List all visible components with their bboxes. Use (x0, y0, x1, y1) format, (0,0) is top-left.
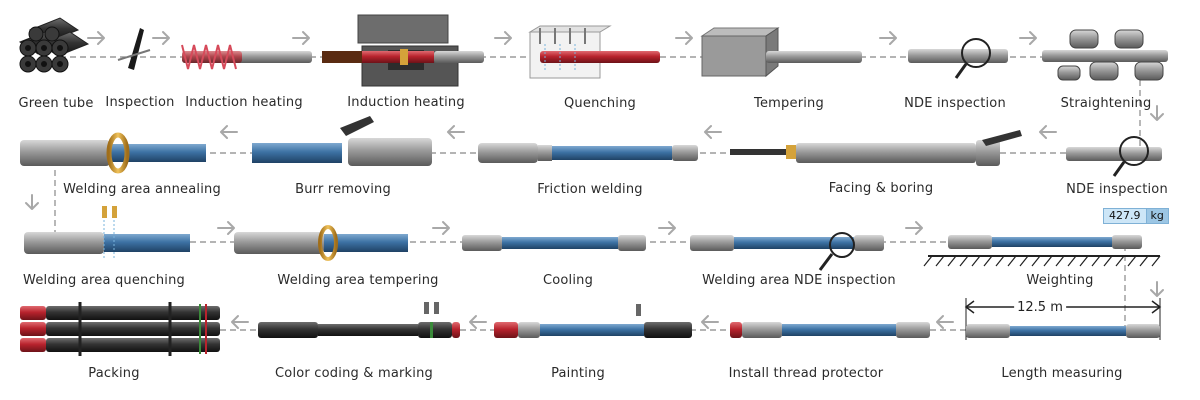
arrow-right-icon (494, 31, 512, 45)
step-label-welding-area-tempering: Welding area tempering (277, 273, 439, 288)
arrow-left-icon (701, 315, 719, 329)
step-label-install-thread-protector: Install thread protector (728, 366, 884, 381)
green-tube-bundle-icon (18, 17, 90, 73)
arrow-right-icon (292, 31, 310, 45)
weight-readout: 427.9 kg (1103, 208, 1169, 224)
weighting-scale-icon (923, 235, 1161, 267)
welding-annealing-icon (20, 132, 206, 174)
arrow-right-icon (658, 221, 676, 235)
arrow-right-icon (675, 31, 693, 45)
step-label-friction-welding: Friction welding (537, 182, 643, 197)
tempering-furnace-icon (700, 27, 862, 78)
step-label-packing: Packing (88, 366, 140, 381)
arrow-right-icon (432, 221, 450, 235)
packing-bundle-icon (20, 302, 220, 356)
step-label-welding-area-nde-inspection: Welding area NDE inspection (702, 273, 896, 288)
step-label-length-measuring: Length measuring (1001, 366, 1123, 381)
weight-unit: kg (1146, 208, 1169, 224)
arrow-right-icon (1019, 31, 1037, 45)
arrows (25, 31, 1164, 329)
step-label-tempering: Tempering (754, 96, 824, 111)
arrow-left-icon (469, 315, 487, 329)
step-label-facing-boring: Facing & boring (828, 181, 934, 196)
arrow-right-icon (87, 31, 105, 45)
step-label-welding-area-annealing: Welding area annealing (63, 182, 221, 197)
arrow-right-icon (217, 221, 235, 235)
step-label-nde-inspection-1: NDE inspection (904, 96, 1006, 111)
quenching-tank-icon (528, 25, 660, 79)
welding-tempering-icon (234, 225, 408, 261)
arrow-down-icon (25, 194, 39, 210)
length-readout: 12.5 m (1014, 300, 1066, 315)
arrow-right-icon (879, 31, 897, 45)
inspection-probe-icon (117, 28, 151, 70)
step-label-welding-area-quenching: Welding area quenching (23, 273, 185, 288)
step-label-straightening: Straightening (1060, 96, 1152, 111)
facing-boring-icon (730, 130, 1022, 166)
arrow-left-icon (231, 315, 249, 329)
step-label-painting: Painting (551, 366, 605, 381)
welding-nde-icon (690, 232, 884, 271)
arrow-down-icon (1150, 281, 1164, 297)
step-label-color-coding-marking: Color coding & marking (275, 366, 433, 381)
burr-removing-icon (252, 116, 432, 166)
step-label-nde-inspection-2: NDE inspection (1066, 182, 1168, 197)
cooling-tube-icon (462, 235, 646, 251)
weight-value: 427.9 (1103, 208, 1147, 224)
arrow-down-icon (1150, 105, 1164, 121)
arrow-left-icon (704, 125, 722, 139)
arrow-right-icon (905, 221, 923, 235)
step-label-cooling: Cooling (542, 273, 594, 288)
arrow-left-icon (936, 315, 954, 329)
induction-heating-coil-icon (181, 44, 312, 70)
step-label-induction-heating-1: Induction heating (185, 95, 303, 110)
induction-heating-press-icon (322, 14, 484, 87)
nde-inspection-tube-icon (908, 38, 1008, 79)
straightening-rollers-icon (1042, 29, 1168, 81)
color-coding-icon (258, 302, 460, 338)
arrow-left-icon (1039, 125, 1057, 139)
arrow-left-icon (447, 125, 465, 139)
step-label-green-tube: Green tube (18, 96, 94, 111)
step-label-burr-removing: Burr removing (295, 182, 391, 197)
step-label-inspection: Inspection (105, 95, 175, 110)
nde-inspection-2-icon (1066, 136, 1162, 177)
step-label-quenching: Quenching (564, 96, 636, 111)
arrow-right-icon (152, 31, 170, 45)
friction-welding-icon (478, 143, 698, 163)
arrow-left-icon (220, 125, 238, 139)
welding-quenching-icon (24, 206, 190, 258)
painting-icon (494, 304, 692, 338)
step-label-induction-heating-2: Induction heating (347, 95, 465, 110)
step-label-weighting: Weighting (1026, 273, 1094, 288)
thread-protector-icon (730, 322, 930, 338)
